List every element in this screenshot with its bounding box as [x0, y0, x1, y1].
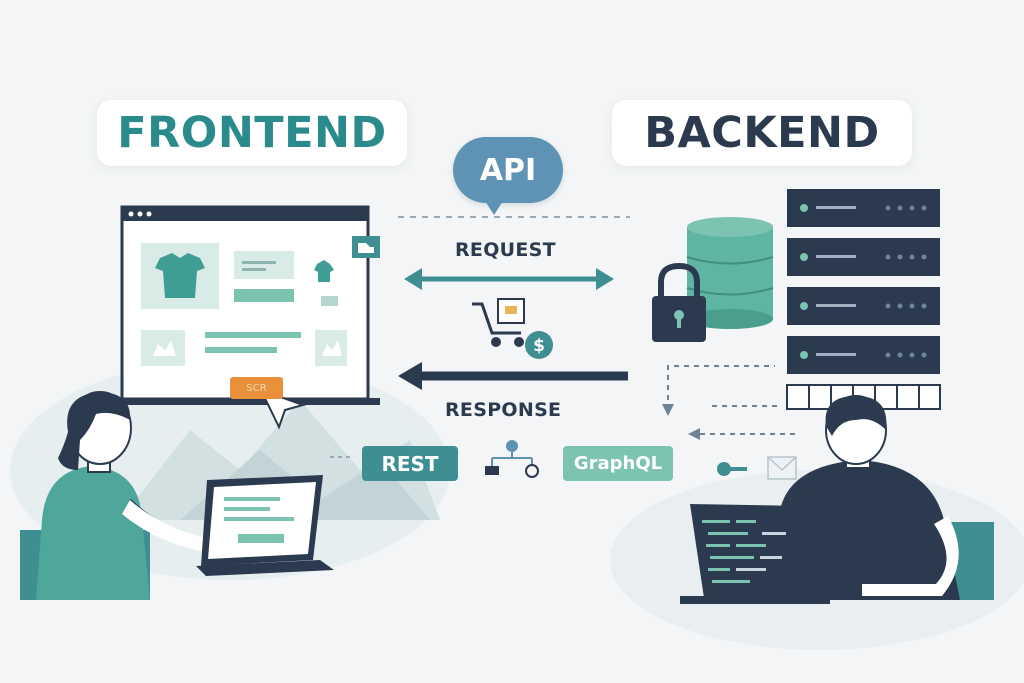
- dollar-coin-icon: $: [525, 331, 553, 359]
- image-placeholder-icon: [322, 340, 342, 356]
- folder-glyph: [358, 243, 374, 253]
- cursor-pointer-icon: [259, 388, 307, 430]
- hair: [825, 396, 887, 436]
- product-info-block: [234, 251, 294, 279]
- shopping-cart-icon: [472, 298, 525, 347]
- text-line: [205, 332, 301, 338]
- browser-window: [110, 205, 380, 430]
- envelope-flap: [767, 456, 797, 472]
- rest-badge: REST: [362, 446, 458, 481]
- window-dot: [128, 211, 134, 217]
- arrowhead: [688, 428, 700, 440]
- text-line: [242, 261, 276, 264]
- backend-title: BACKEND: [612, 100, 912, 166]
- window-dot: [146, 211, 152, 217]
- server-rack-icon: [786, 189, 941, 410]
- key-icon: [729, 467, 747, 471]
- text-line: [242, 268, 266, 271]
- arm-fill: [862, 516, 959, 596]
- request-arrow: [404, 268, 614, 290]
- tshirt-icon: [314, 260, 334, 282]
- thumbnail: [321, 296, 338, 306]
- flowchart-icon: [485, 440, 539, 478]
- response-label: RESPONSE: [445, 399, 562, 421]
- arrowhead: [662, 404, 674, 416]
- hair: [58, 392, 131, 470]
- response-arrow: [398, 362, 628, 390]
- browser-base: [110, 398, 380, 405]
- tshirt-icon: [155, 253, 205, 298]
- image-card: [315, 330, 347, 366]
- padlock-icon: [652, 262, 706, 342]
- frontend-developer-figure: [20, 391, 270, 600]
- key-icon: [717, 462, 731, 476]
- graphql-badge: GraphQL: [563, 446, 673, 481]
- request-label: REQUEST: [455, 239, 556, 261]
- window-dot: [137, 211, 143, 217]
- image-placeholder-icon: [153, 341, 176, 356]
- browser-submit-button: SCR: [230, 377, 283, 399]
- frontend-title: FRONTEND: [97, 100, 407, 166]
- text-line: [205, 347, 277, 353]
- speech-bubble-tail: [485, 201, 503, 215]
- svg-text:$: $: [533, 336, 545, 356]
- image-card: [141, 330, 185, 366]
- browser-titlebar: [122, 207, 368, 221]
- api-label: API: [479, 152, 537, 188]
- price-bar: [234, 289, 294, 302]
- laptop-icon: [196, 475, 334, 576]
- api-speech-bubble: API: [453, 137, 563, 215]
- backend-developer-figure: [770, 395, 994, 600]
- code-laptop: [680, 504, 830, 604]
- torso: [36, 466, 150, 600]
- dashed-connector: [667, 365, 775, 410]
- torso: [770, 460, 960, 600]
